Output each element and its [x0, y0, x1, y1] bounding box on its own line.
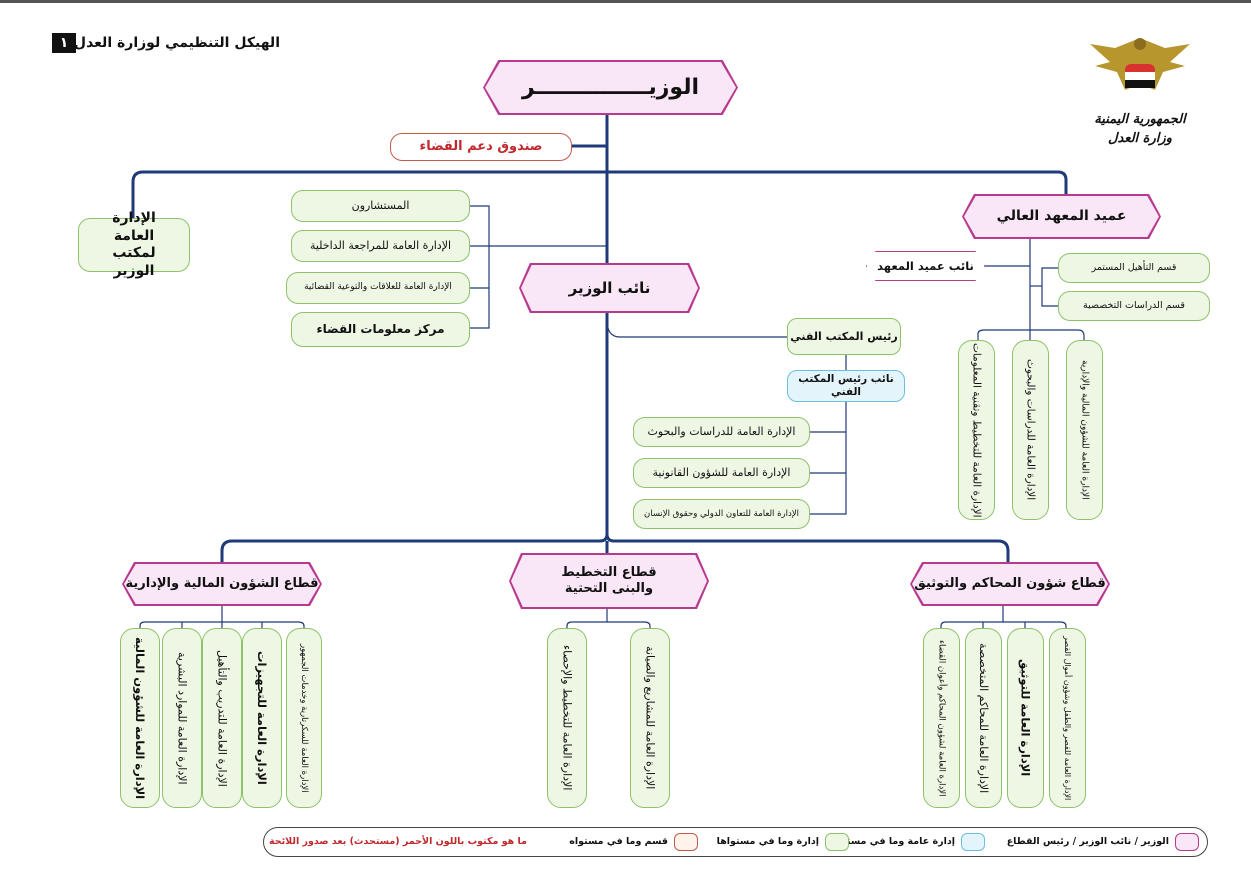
minister-label: الوزيـــــــــــــــر [485, 62, 736, 113]
minister-office-box: الإدارة العامة لمكتب الوزير [78, 210, 190, 279]
legend-section-level: قسم وما في مستواه [569, 828, 698, 855]
technical-office-deputy-box: نائب رئيس المكتب الفني [787, 370, 905, 402]
planning-sector-label: قطاع التخطيط والبنى التحتية [511, 555, 707, 607]
eagle-icon [1090, 38, 1190, 90]
institute-dean-box: عميد المعهد العالي [962, 194, 1161, 239]
tech-dept-studies: الإدارة العامة للدراسات والبحوث [633, 417, 810, 447]
green-swatch [825, 832, 849, 851]
planning-dept-statistics: الإدارة العامة للتخطيط والإحصاء [547, 628, 587, 808]
courts-sector-box: قطاع شؤون المحاكم والتوثيق [910, 562, 1110, 606]
finance-dept-equipment: الإدارة العامة للتجهيزات [242, 628, 282, 808]
finance-sector-label: قطاع الشؤون المالية والإدارية [124, 564, 320, 604]
pink-swatch [1175, 832, 1199, 851]
finance-dept-secretariat: الإدارة العامة للسكرتارية وخدمات الجمهور [286, 628, 322, 808]
legend-dept-level: إدارة وما في مستواها [717, 828, 849, 855]
judicial-relations-box: الإدارة العامة للعلاقات والتوعية القضائي… [286, 272, 470, 304]
institute-dean-label: عميد المعهد العالي [964, 196, 1159, 237]
tech-dept-intl-cooperation: الإدارة العامة للتعاون الدولي وحقوق الإن… [633, 499, 810, 529]
page-title: الهيكل التنظيمي لوزارة العدل [73, 35, 280, 51]
courts-dept-specialized-courts: الإدارة العامة للمحاكم المتخصصة [965, 628, 1002, 808]
internal-audit-box: الإدارة العامة للمراجعة الداخلية [291, 230, 470, 262]
red-swatch [674, 832, 698, 851]
page-number-badge: ١ [52, 33, 76, 53]
emblem-logo: الجمهورية اليمنية وزارة العدل [1085, 28, 1195, 168]
emblem-line1: الجمهورية اليمنية [1094, 112, 1186, 127]
specialized-studies-section: قسم الدراسات التخصصية [1058, 291, 1210, 321]
tech-dept-legal: الإدارة العامة للشؤون القانونية [633, 458, 810, 488]
vice-dean-box: نائب عميد المعهد [866, 251, 985, 281]
deputy-minister-box: نائب الوزير [519, 263, 700, 313]
legend: الوزير / نائب الوزير / رئيس القطاع إدارة… [263, 827, 1208, 857]
deputy-minister-label: نائب الوزير [521, 265, 698, 311]
minister-box: الوزيـــــــــــــــر [483, 60, 738, 115]
legend-general-dept-level: إدارة عامة وما في مستواها [828, 828, 985, 855]
courts-dept-documentation: الإدارة العامة للتوثيق [1007, 628, 1044, 808]
institute-dept-finance: الإدارة العامة للشؤون المالية والإدارية [1066, 340, 1103, 520]
courts-dept-court-affairs: الإدارة العامة لشؤون المحاكم وأعوان القض… [923, 628, 960, 808]
legend-red-note: ما هو مكتوب باللون الأحمر (مستحدث) بعد ص… [269, 836, 527, 847]
finance-dept-training: الإدارة العامة للتدريب والتأهيل [202, 628, 242, 808]
institute-dept-studies: الإدارة العامة للدراسات والبحوث [1012, 340, 1049, 520]
finance-dept-human-resources: الإدارة العامة للموارد البشرية [162, 628, 202, 808]
judiciary-info-center-box: مركز معلومات القضاء [291, 312, 470, 347]
legend-minister-level: الوزير / نائب الوزير / رئيس القطاع [1007, 828, 1199, 855]
planning-sector-box: قطاع التخطيط والبنى التحتية [509, 553, 709, 609]
top-border [0, 0, 1251, 3]
continuing-qualification-section: قسم التأهيل المستمر [1058, 253, 1210, 283]
emblem-line2: وزارة العدل [1108, 131, 1172, 146]
courts-sector-label: قطاع شؤون المحاكم والتوثيق [912, 564, 1108, 604]
judiciary-fund-box: صندوق دعم القضاء [390, 133, 572, 161]
courts-dept-minors: الإدارة العامة للقصر والطفل وشؤون أموال … [1049, 628, 1086, 808]
advisors-box: المستشارون [291, 190, 470, 222]
technical-office-head-box: رئيس المكتب الفني [787, 318, 901, 355]
blue-swatch [961, 832, 985, 851]
institute-dept-planning: الإدارة العامة للتخطيط وتقنية المعلومات [958, 340, 995, 520]
finance-dept-financial-affairs: الإدارة العامة للشؤون المالية [120, 628, 160, 808]
planning-dept-projects: الإدارة العامة للمشاريع والصيانة [630, 628, 670, 808]
finance-sector-box: قطاع الشؤون المالية والإدارية [122, 562, 322, 606]
